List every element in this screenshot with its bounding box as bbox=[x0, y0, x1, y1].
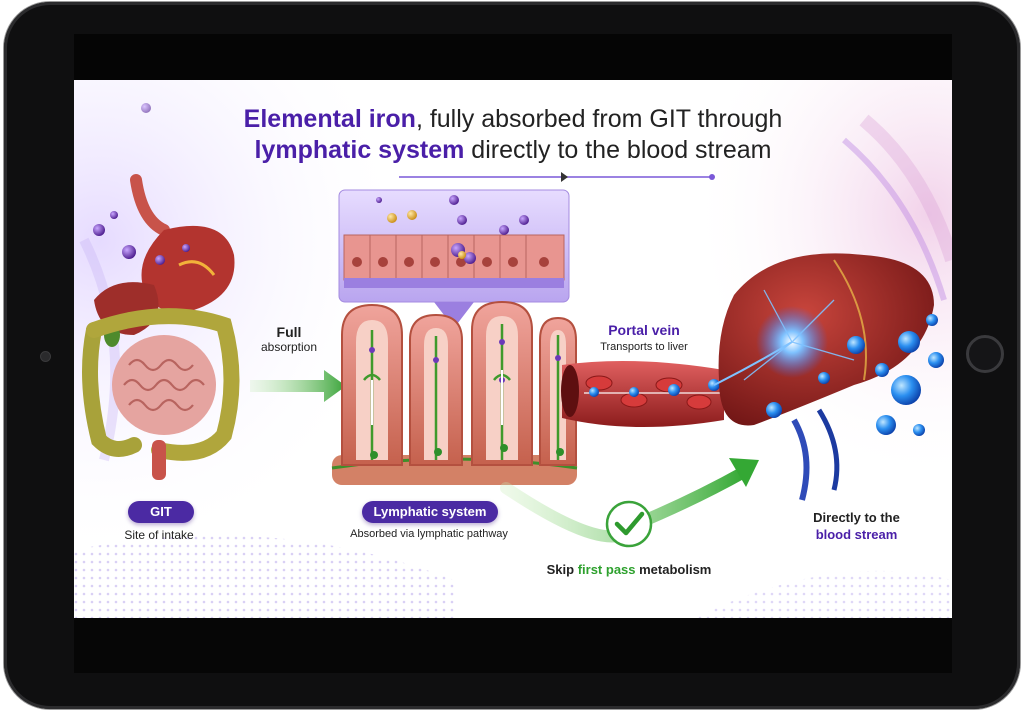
liver-illustration bbox=[713, 253, 934, 501]
portal-vein-illustration bbox=[561, 361, 724, 428]
git-subtitle: Site of intake bbox=[124, 528, 194, 542]
villi-illustration bbox=[331, 189, 578, 485]
home-button[interactable] bbox=[966, 335, 1004, 373]
infographic-screen: Elemental iron, fully absorbed from GIT … bbox=[74, 80, 952, 618]
checkmark-icon bbox=[605, 500, 653, 548]
camera-icon bbox=[40, 351, 51, 362]
lymphatic-badge: Lymphatic system bbox=[362, 501, 498, 523]
git-badge: GIT bbox=[128, 501, 194, 523]
lymphatic-subtitle: Absorbed via lymphatic pathway bbox=[350, 528, 508, 540]
skip-first-pass-label: Skip first pass metabolism bbox=[546, 562, 712, 577]
blood-particles-right bbox=[766, 314, 944, 436]
portal-vein-label: Portal vein Transports to liver bbox=[600, 322, 688, 353]
blood-stream-label: Directly to the blood stream bbox=[813, 510, 900, 542]
git-organs-illustration bbox=[82, 174, 240, 480]
full-absorption-label: Full absorption bbox=[260, 324, 318, 354]
screen-top-bar bbox=[74, 34, 952, 80]
page-title: Elemental iron, fully absorbed from GIT … bbox=[243, 105, 783, 164]
screen-bottom-bar bbox=[74, 618, 952, 673]
iron-particles-left bbox=[93, 103, 190, 265]
infographic-art bbox=[74, 80, 952, 618]
arrow-right-icon bbox=[250, 370, 346, 402]
